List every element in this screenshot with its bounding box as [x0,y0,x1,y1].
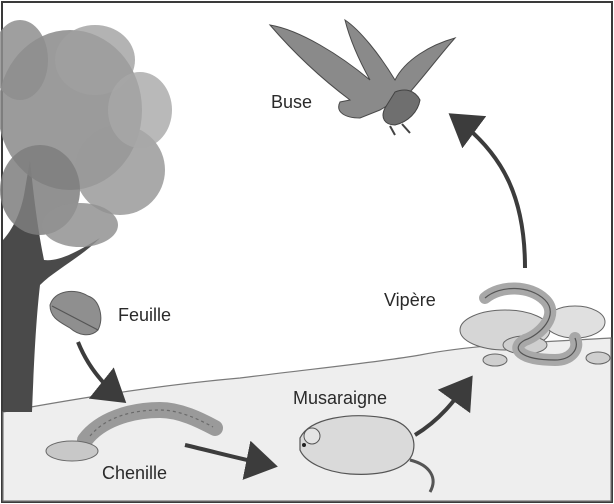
label-buse: Buse [271,92,312,113]
label-chenille: Chenille [102,463,167,484]
label-vipere: Vipère [384,290,436,311]
label-feuille: Feuille [118,305,171,326]
label-musaraigne: Musaraigne [293,388,387,409]
